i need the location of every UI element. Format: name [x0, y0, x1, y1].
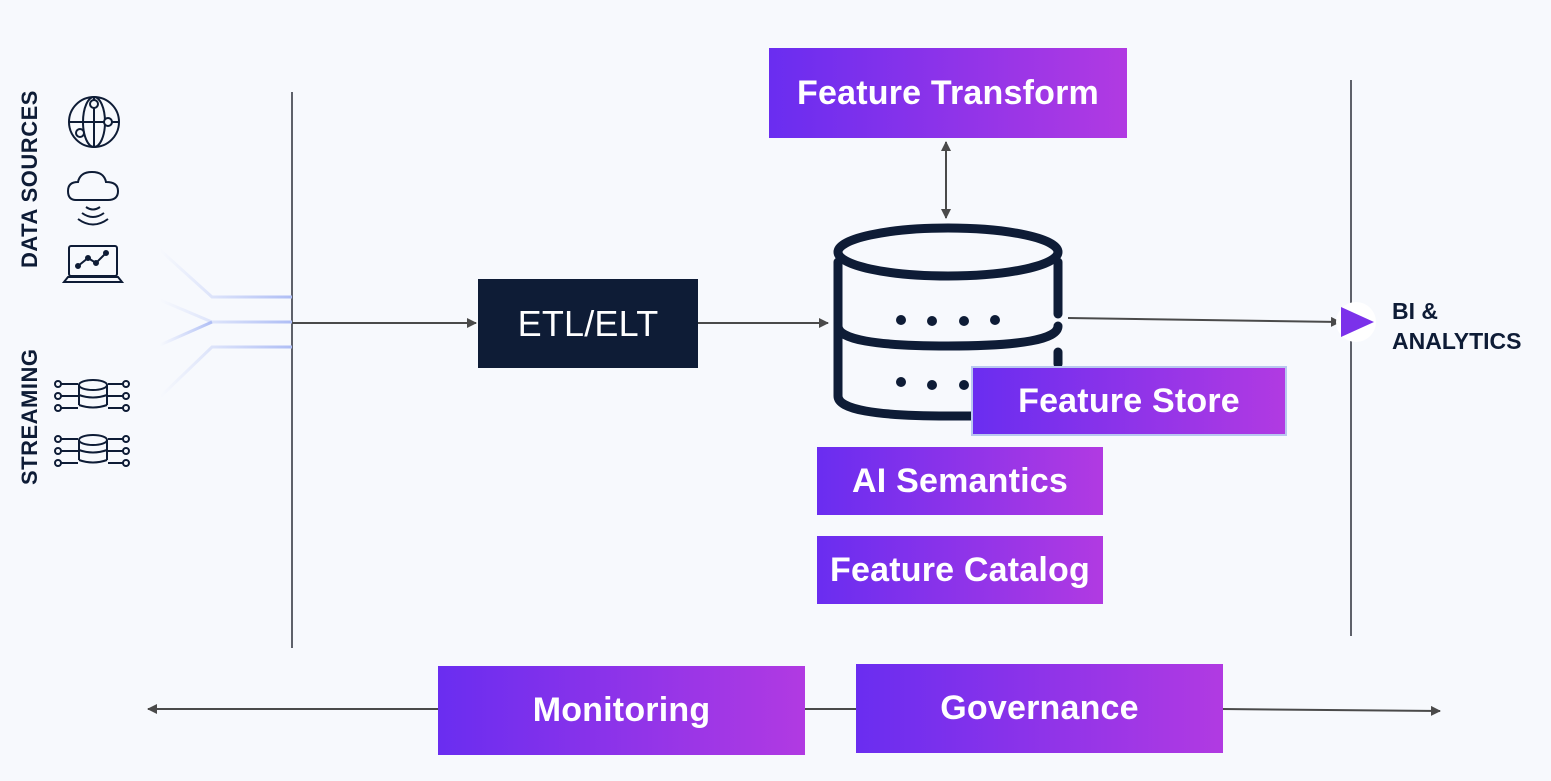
bi-label-line1: BI & [1392, 298, 1438, 324]
input-streams [158, 248, 292, 399]
feature-transform-box: Feature Transform [769, 48, 1127, 138]
laptop-chart-icon [61, 245, 125, 283]
etl-elt-box: ETL/ELT [478, 279, 698, 368]
data-sources-label: DATA SOURCES [17, 90, 42, 268]
bi-analytics-label: BI & ANALYTICS [1392, 296, 1542, 356]
monitoring-box: Monitoring [438, 666, 805, 755]
globe-network-icon [68, 96, 120, 148]
database-icon [833, 223, 1063, 421]
governance-box: Governance [856, 664, 1223, 753]
streaming-label: STREAMING [17, 348, 42, 486]
feature-catalog-box: Feature Catalog [817, 536, 1103, 604]
bi-label-line2: ANALYTICS [1392, 328, 1522, 354]
play-arrow-icon [1336, 302, 1376, 342]
bottom-span-right-arrow [1221, 705, 1441, 716]
feature-store-box: Feature Store [971, 366, 1287, 436]
database-dots [896, 315, 1000, 390]
cloud-signal-icon [66, 170, 120, 226]
stream-database-icon [54, 379, 130, 412]
ai-semantics-box: AI Semantics [817, 447, 1103, 515]
stream-database-icon [54, 434, 130, 467]
arrow-to-bi [1067, 316, 1341, 327]
